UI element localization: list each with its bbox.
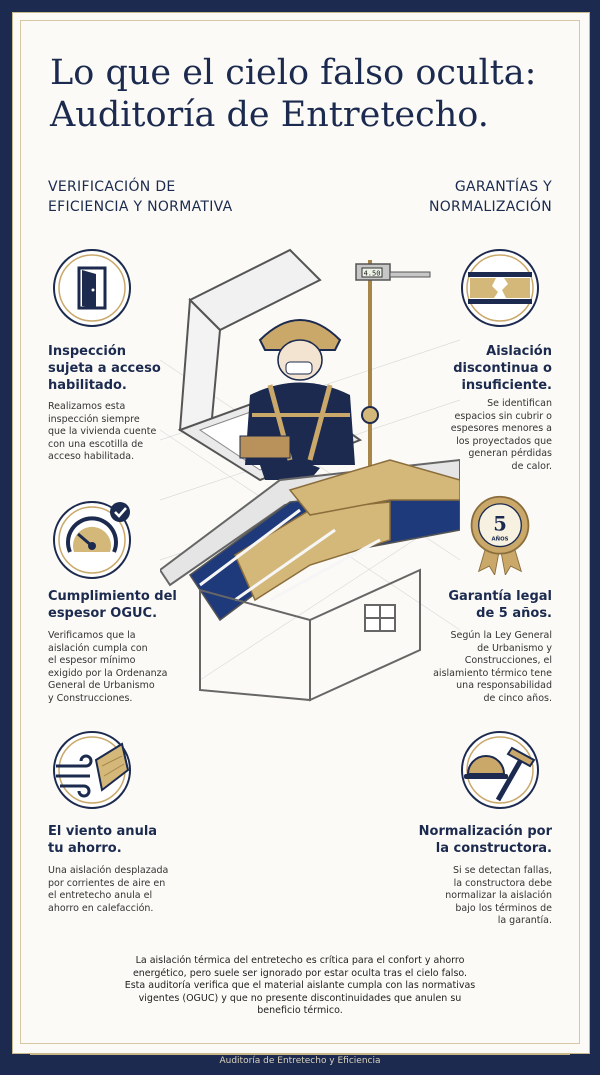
footer-divider	[30, 1054, 570, 1055]
footer-text: Auditoría de Entretecho y Eficiencia	[219, 1056, 381, 1066]
caliper-readout: 4.50	[364, 270, 381, 278]
inspector-figure	[239, 319, 355, 480]
wind-insulation-icon	[53, 731, 131, 809]
attic-inspection-illustration: 4.50	[160, 248, 460, 702]
badge-label: AÑOS	[492, 535, 509, 542]
feature-text-normalization: Si se detectan fallas,la constructora de…	[445, 865, 552, 926]
badge-number: 5	[493, 513, 507, 536]
summary-text: La aislación térmica del entretecho es c…	[124, 955, 476, 1016]
warranty-badge-icon: 5 AÑOS	[470, 495, 530, 575]
broken-insulation-icon	[461, 249, 539, 327]
right-column-heading: GARANTÍAS Y NORMALIZACIÓN	[428, 179, 552, 215]
door-access-icon	[53, 249, 131, 327]
helmet-hammer-icon	[461, 731, 539, 809]
left-column-heading: VERIFICACIÓN DE EFICIENCIA Y NORMATIVA	[48, 179, 233, 215]
house-roof	[160, 458, 460, 622]
house-walls	[199, 568, 421, 702]
gauge-check-icon	[53, 501, 131, 579]
page-title: Lo que el cielo falso oculta: Auditoría …	[50, 53, 537, 135]
